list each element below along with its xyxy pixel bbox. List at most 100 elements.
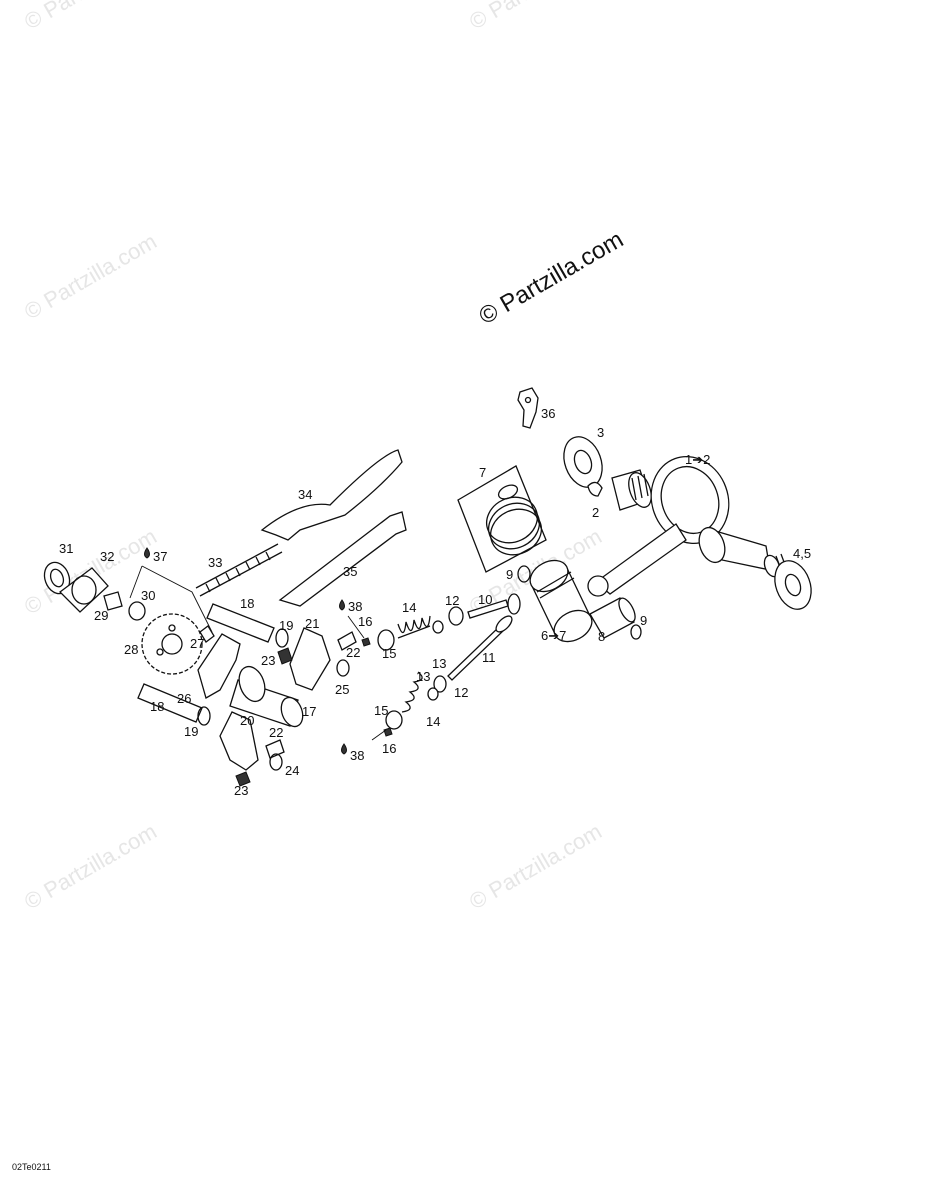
- label-16-upper: 16: [358, 614, 372, 629]
- watermark-top-left: © Partzilla.com: [20, 0, 161, 34]
- label-38-lower: 38: [350, 748, 364, 763]
- connecting-rod-small-end: [587, 575, 609, 597]
- watermark-layer: © Partzilla.com © Partzilla.com © Partzi…: [20, 0, 606, 914]
- part-16-keeper-upper: [361, 637, 371, 647]
- part-12-washer-lower: [433, 675, 447, 693]
- part-15-retainer-upper: [377, 629, 395, 651]
- label-28: 28: [124, 642, 138, 657]
- label-9-lower: 9: [640, 613, 647, 628]
- label-9-upper: 9: [506, 567, 513, 582]
- part-21-rocker-arm: [289, 627, 331, 691]
- label-23-upper: 23: [261, 653, 275, 668]
- label-13-lower: 13: [416, 669, 430, 684]
- part-3-washer: [563, 436, 603, 488]
- oil-drop-icon-38-upper: [339, 599, 345, 611]
- label-22-upper: 22: [346, 645, 360, 660]
- label-45: 4,5: [793, 546, 811, 561]
- label-34: 34: [298, 487, 312, 502]
- label-7: 7: [479, 465, 486, 480]
- part-45-washer: [774, 560, 812, 610]
- part-13-seal-lower: [427, 687, 439, 701]
- watermark-mid-left: © Partzilla.com: [20, 229, 161, 325]
- part-14-spring-upper: [397, 615, 431, 634]
- part-23-nut-upper: [277, 647, 293, 665]
- part-36-bracket: [517, 387, 539, 429]
- part-7-piston-rings: [457, 465, 547, 573]
- part-9-circlip-upper: [517, 565, 531, 583]
- label-38-upper: 38: [348, 599, 362, 614]
- label-3: 3: [597, 425, 604, 440]
- valve-train-upper: [361, 593, 521, 651]
- label-8: 8: [598, 629, 605, 644]
- part-22-adjuster-lower: [265, 739, 285, 759]
- part-18-rocker-shaft-lower: [137, 683, 203, 723]
- part-33-timing-chain: [195, 543, 283, 597]
- watermark-low-left: © Partzilla.com: [20, 819, 161, 915]
- part-19-washer-lower: [197, 706, 211, 726]
- label-31: 31: [59, 541, 73, 556]
- label-15-lower: 15: [374, 703, 388, 718]
- label-67: 6➔7: [541, 628, 566, 643]
- part-13-seal-upper: [432, 620, 444, 634]
- watermark-low-center: © Partzilla.com: [465, 819, 606, 915]
- label-13-upper: 13: [432, 656, 446, 671]
- part-1-crankshaft: [611, 456, 788, 578]
- part-2-key: [587, 481, 603, 497]
- label-29: 29: [94, 608, 108, 623]
- part-11-valve: [447, 625, 505, 681]
- part-34-chain-guide: [260, 449, 403, 541]
- part-15-retainer-lower: [385, 710, 403, 730]
- label-15-upper: 15: [382, 646, 396, 661]
- part-24-washer: [269, 753, 283, 771]
- label-20: 20: [240, 713, 254, 728]
- label-12-lower: 12: [454, 685, 468, 700]
- label-21: 21: [305, 616, 319, 631]
- label-36: 36: [541, 406, 555, 421]
- part-20-rocker-arm: [219, 711, 259, 771]
- label-32: 32: [100, 549, 114, 564]
- label-37: 37: [153, 549, 167, 564]
- part-12-washer-upper: [448, 606, 464, 626]
- label-33: 33: [208, 555, 222, 570]
- oil-drop-icon-38-lower: [341, 743, 347, 755]
- label-23-lower: 23: [234, 783, 248, 798]
- label-24: 24: [285, 763, 299, 778]
- label-1: 1➔2: [685, 452, 710, 467]
- diagram-code: 02Te0211: [12, 1162, 51, 1172]
- part-9-circlip-lower: [630, 624, 642, 640]
- callout-labels: 1➔2 2 3 4,5 6➔7 7 8 9 9 10 11 12 12 13 1…: [59, 406, 811, 798]
- label-22-lower: 22: [269, 725, 283, 740]
- leader-lines: [129, 565, 387, 741]
- valve-train-lower: [383, 615, 513, 737]
- label-35: 35: [343, 564, 357, 579]
- part-14-spring-lower: [401, 671, 423, 713]
- part-19-washer-upper: [275, 628, 289, 648]
- oil-drop-icon-37: [144, 547, 150, 559]
- label-19-lower: 19: [184, 724, 198, 739]
- label-18-upper: 18: [240, 596, 254, 611]
- label-17: 17: [302, 704, 316, 719]
- part-6-piston: [529, 559, 593, 643]
- label-19-upper: 19: [279, 618, 293, 633]
- part-16-keeper-lower: [383, 727, 393, 737]
- part-30-washer: [128, 601, 146, 621]
- part-28-sprocket: [141, 613, 203, 675]
- label-16-lower: 16: [382, 741, 396, 756]
- part-25-washer: [336, 659, 350, 677]
- connecting-rod: [594, 523, 687, 595]
- label-2: 2: [592, 505, 599, 520]
- label-27: 27: [190, 636, 204, 651]
- part-29-bolt: [103, 591, 123, 611]
- label-11: 11: [482, 650, 496, 665]
- label-14-upper: 14: [402, 600, 416, 615]
- label-10: 10: [478, 592, 492, 607]
- part-8-pin-end: [618, 597, 636, 623]
- part-32-housing: [59, 567, 109, 613]
- label-26: 26: [177, 691, 191, 706]
- part-27-screw: [199, 625, 215, 643]
- part-18-rocker-shaft-upper: [206, 603, 275, 643]
- part-26-plate: [197, 633, 241, 699]
- part-22-adjuster-upper: [337, 631, 357, 651]
- part-23-nut-lower: [235, 771, 251, 787]
